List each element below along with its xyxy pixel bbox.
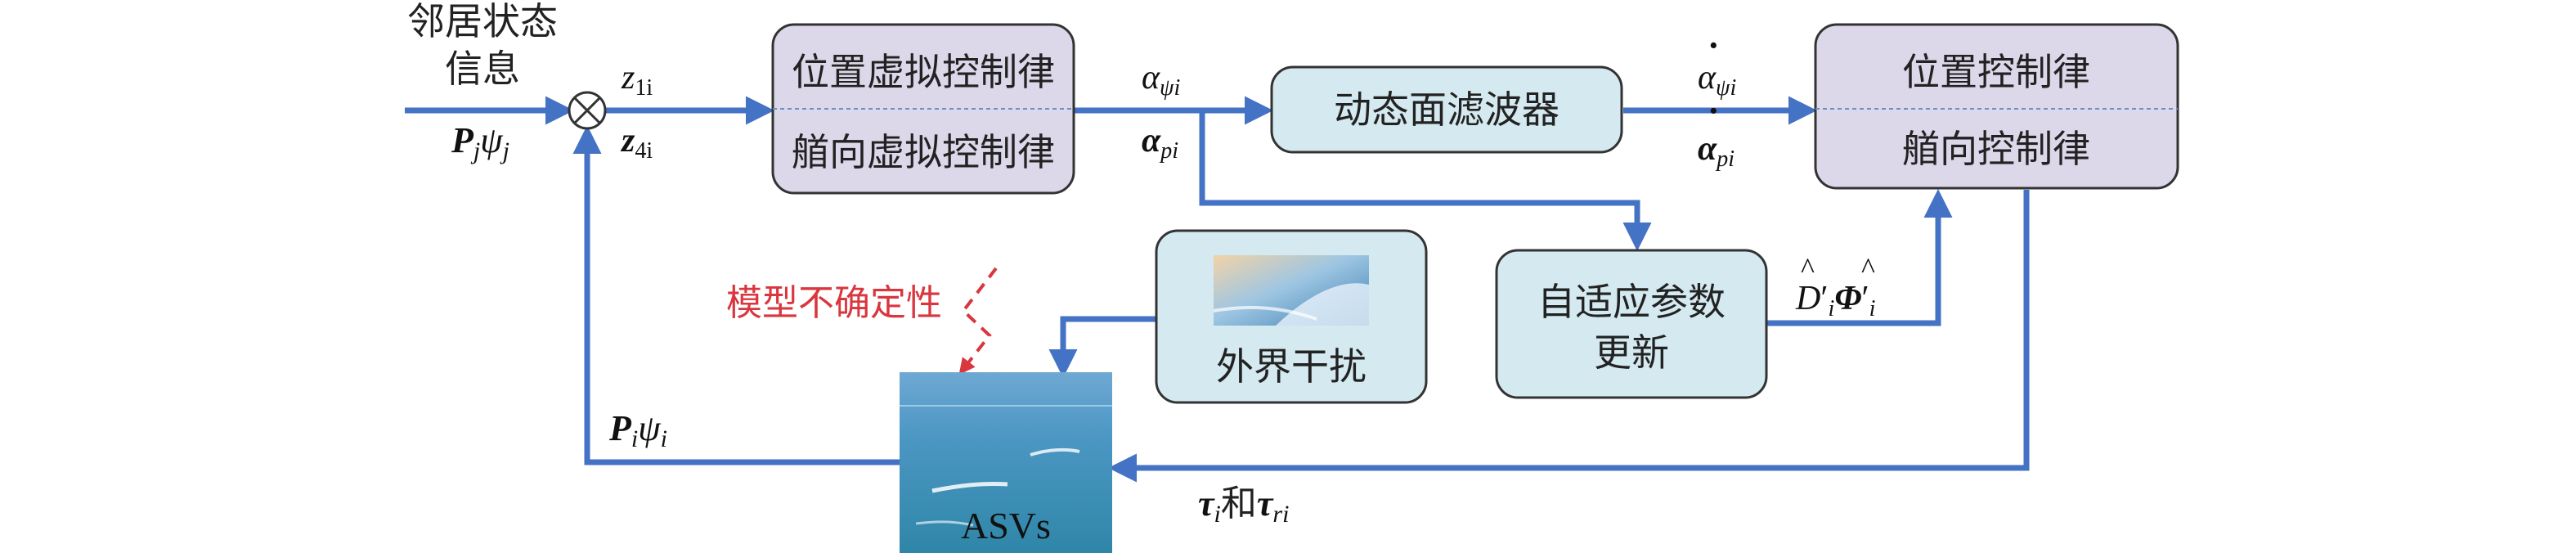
arrow-adaptive-to-control: [1766, 189, 1953, 326]
error-var-z4: z4i: [620, 122, 653, 164]
neighbor-psi-symbol: ψ: [480, 120, 503, 160]
disturbance-block: 外界干扰: [1155, 229, 1428, 404]
d-prime: ′: [1820, 280, 1828, 317]
wave-image: [1213, 255, 1369, 326]
alpha-p-sub: pi: [1159, 138, 1178, 164]
z1-symbol: z: [621, 59, 635, 97]
feedback-p-sub: i: [631, 425, 638, 452]
torque-label: τi和τri: [1198, 483, 1289, 528]
position-control-law-label: 位置控制律: [1902, 50, 2090, 94]
torque-conjunction: 和: [1221, 483, 1257, 524]
tau-i-symbol: τ: [1198, 483, 1215, 524]
filter-alpha-p-sub: pi: [1715, 146, 1735, 172]
adaptive-output-vars: D′iΦ′i: [1795, 280, 1875, 321]
adaptive-label-line2: 更新: [1594, 330, 1669, 375]
feedback-state-var: Piψi: [608, 408, 667, 452]
dynamic-surface-filter-block: 动态面滤波器: [1270, 65, 1623, 154]
phi-symbol: Φ: [1834, 280, 1861, 317]
neighbor-state-var: Pjψj: [451, 120, 509, 164]
alpha-p-symbol: α: [1142, 122, 1161, 160]
filter-output-dot-p: ·: [1708, 91, 1720, 131]
alpha-psi-symbol: α: [1142, 59, 1160, 97]
tau-ri-sub: ri: [1272, 501, 1289, 528]
phi-sub: i: [1869, 296, 1876, 321]
tau-i-sub: i: [1214, 501, 1221, 528]
arrow-virtual-to-adaptive: [1199, 110, 1652, 251]
z1-sub: 1i: [635, 75, 653, 101]
summing-junction: [568, 91, 607, 130]
z4-sub: 4i: [635, 138, 653, 164]
virtual-output-alpha-p: αpi: [1142, 122, 1178, 164]
filter-alpha-psi-sub: ψi: [1716, 75, 1736, 101]
adaptive-update-block: 自适应参数 更新: [1495, 249, 1768, 399]
arrow-control-to-asv: [1108, 190, 2030, 483]
feedback-p-symbol: P: [608, 408, 632, 448]
feedback-psi-sub: i: [661, 425, 667, 452]
neighbor-info-line2: 信息: [445, 47, 520, 91]
heading-virtual-law-label: 艏向虚拟控制律: [792, 130, 1055, 174]
arrow-asv-feedback-to-sum: [572, 125, 900, 465]
adaptive-hat-phi: ^: [1861, 252, 1875, 285]
neighbor-p-symbol: P: [451, 120, 474, 160]
z4-symbol: z: [620, 122, 635, 160]
phi-prime: ′: [1861, 280, 1869, 317]
error-var-z1: z1i: [621, 59, 653, 101]
control-law-block: 位置控制律 艏向控制律: [1814, 23, 2179, 190]
d-symbol: D: [1795, 280, 1820, 317]
virtual-control-law-block: 位置虚拟控制律 艏向虚拟控制律: [771, 23, 1075, 195]
uncertainty-dashed-arrow: [958, 267, 998, 375]
filter-output-dot-psi: ·: [1708, 25, 1720, 65]
neighbor-p-sub: j: [470, 137, 480, 164]
adaptive-hat-d: ^: [1801, 252, 1815, 285]
disturbance-label: 外界干扰: [1216, 344, 1367, 389]
filter-alpha-psi-symbol: α: [1698, 59, 1717, 97]
uncertainty-label: 模型不确定性: [726, 282, 942, 324]
filter-output-alpha-psi: αψi: [1698, 59, 1736, 101]
signal-lines: [405, 96, 2030, 483]
filter-label: 动态面滤波器: [1334, 88, 1560, 132]
heading-control-law-label: 艏向控制律: [1902, 127, 2090, 171]
virtual-output-alpha-psi: αψi: [1142, 59, 1180, 101]
filter-alpha-p-symbol: α: [1698, 130, 1717, 168]
position-virtual-law-label: 位置虚拟控制律: [792, 50, 1055, 94]
feedback-psi-symbol: ψ: [638, 408, 661, 448]
filter-output-alpha-p: αpi: [1698, 130, 1735, 172]
neighbor-psi-sub: j: [500, 137, 509, 164]
alpha-psi-sub: ψi: [1160, 75, 1180, 101]
d-sub: i: [1829, 296, 1835, 321]
adaptive-label-line1: 自适应参数: [1537, 280, 1726, 324]
neighbor-info-line1: 邻居状态: [407, 0, 558, 43]
arrow-disturbance-to-asv: [1048, 316, 1156, 378]
tau-ri-symbol: τ: [1257, 483, 1274, 524]
asv-label: ASVs: [961, 505, 1051, 546]
asv-block: ASVs: [900, 372, 1112, 553]
